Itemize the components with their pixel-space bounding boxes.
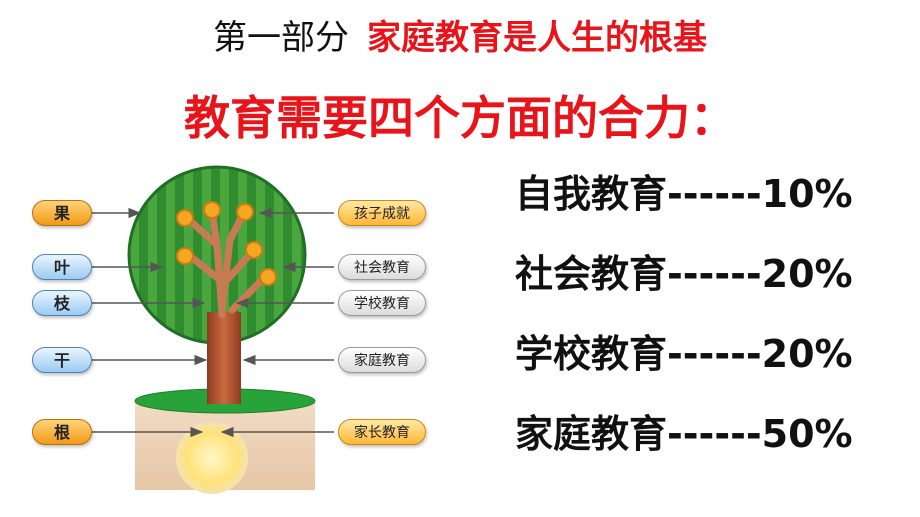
label-child-achievement: 孩子成就 [338, 200, 426, 226]
slide-header: 第一部分家庭教育是人生的根基 [0, 12, 920, 64]
label-family-education: 家庭教育 [338, 347, 426, 373]
right-arrows [220, 207, 334, 438]
label-school-education: 学校教育 [338, 290, 426, 316]
stat-family-education: 家庭教育------50% [515, 412, 853, 456]
tree-trunk [207, 312, 241, 404]
label-trunk: 干 [32, 347, 92, 373]
section-topic: 家庭教育是人生的根基 [367, 18, 707, 58]
label-root: 根 [32, 419, 92, 445]
left-arrows [92, 207, 208, 438]
label-branch: 枝 [32, 290, 92, 316]
stat-self-education: 自我教育------10% [515, 172, 853, 216]
education-breakdown-list: 自我教育------10% 社会教育------20% 学校教育------20… [515, 166, 915, 486]
slide-subtitle: 教育需要四个方面的合力： [184, 91, 736, 145]
tree-diagram: 果 叶 枝 干 根 孩子成就 社会教育 学校教育 家庭教育 家长教育 [22, 160, 452, 495]
section-label: 第一部分 [213, 18, 349, 58]
tree-illustration [92, 165, 334, 494]
tree-fruits [176, 201, 277, 286]
stat-social-education: 社会教育------20% [515, 252, 853, 296]
label-fruit: 果 [32, 200, 92, 226]
label-leaf: 叶 [32, 254, 92, 280]
label-social-education: 社会教育 [338, 254, 426, 280]
stat-school-education: 学校教育------20% [515, 332, 853, 376]
root-sun [176, 422, 248, 494]
label-parent-education: 家长教育 [338, 419, 426, 445]
